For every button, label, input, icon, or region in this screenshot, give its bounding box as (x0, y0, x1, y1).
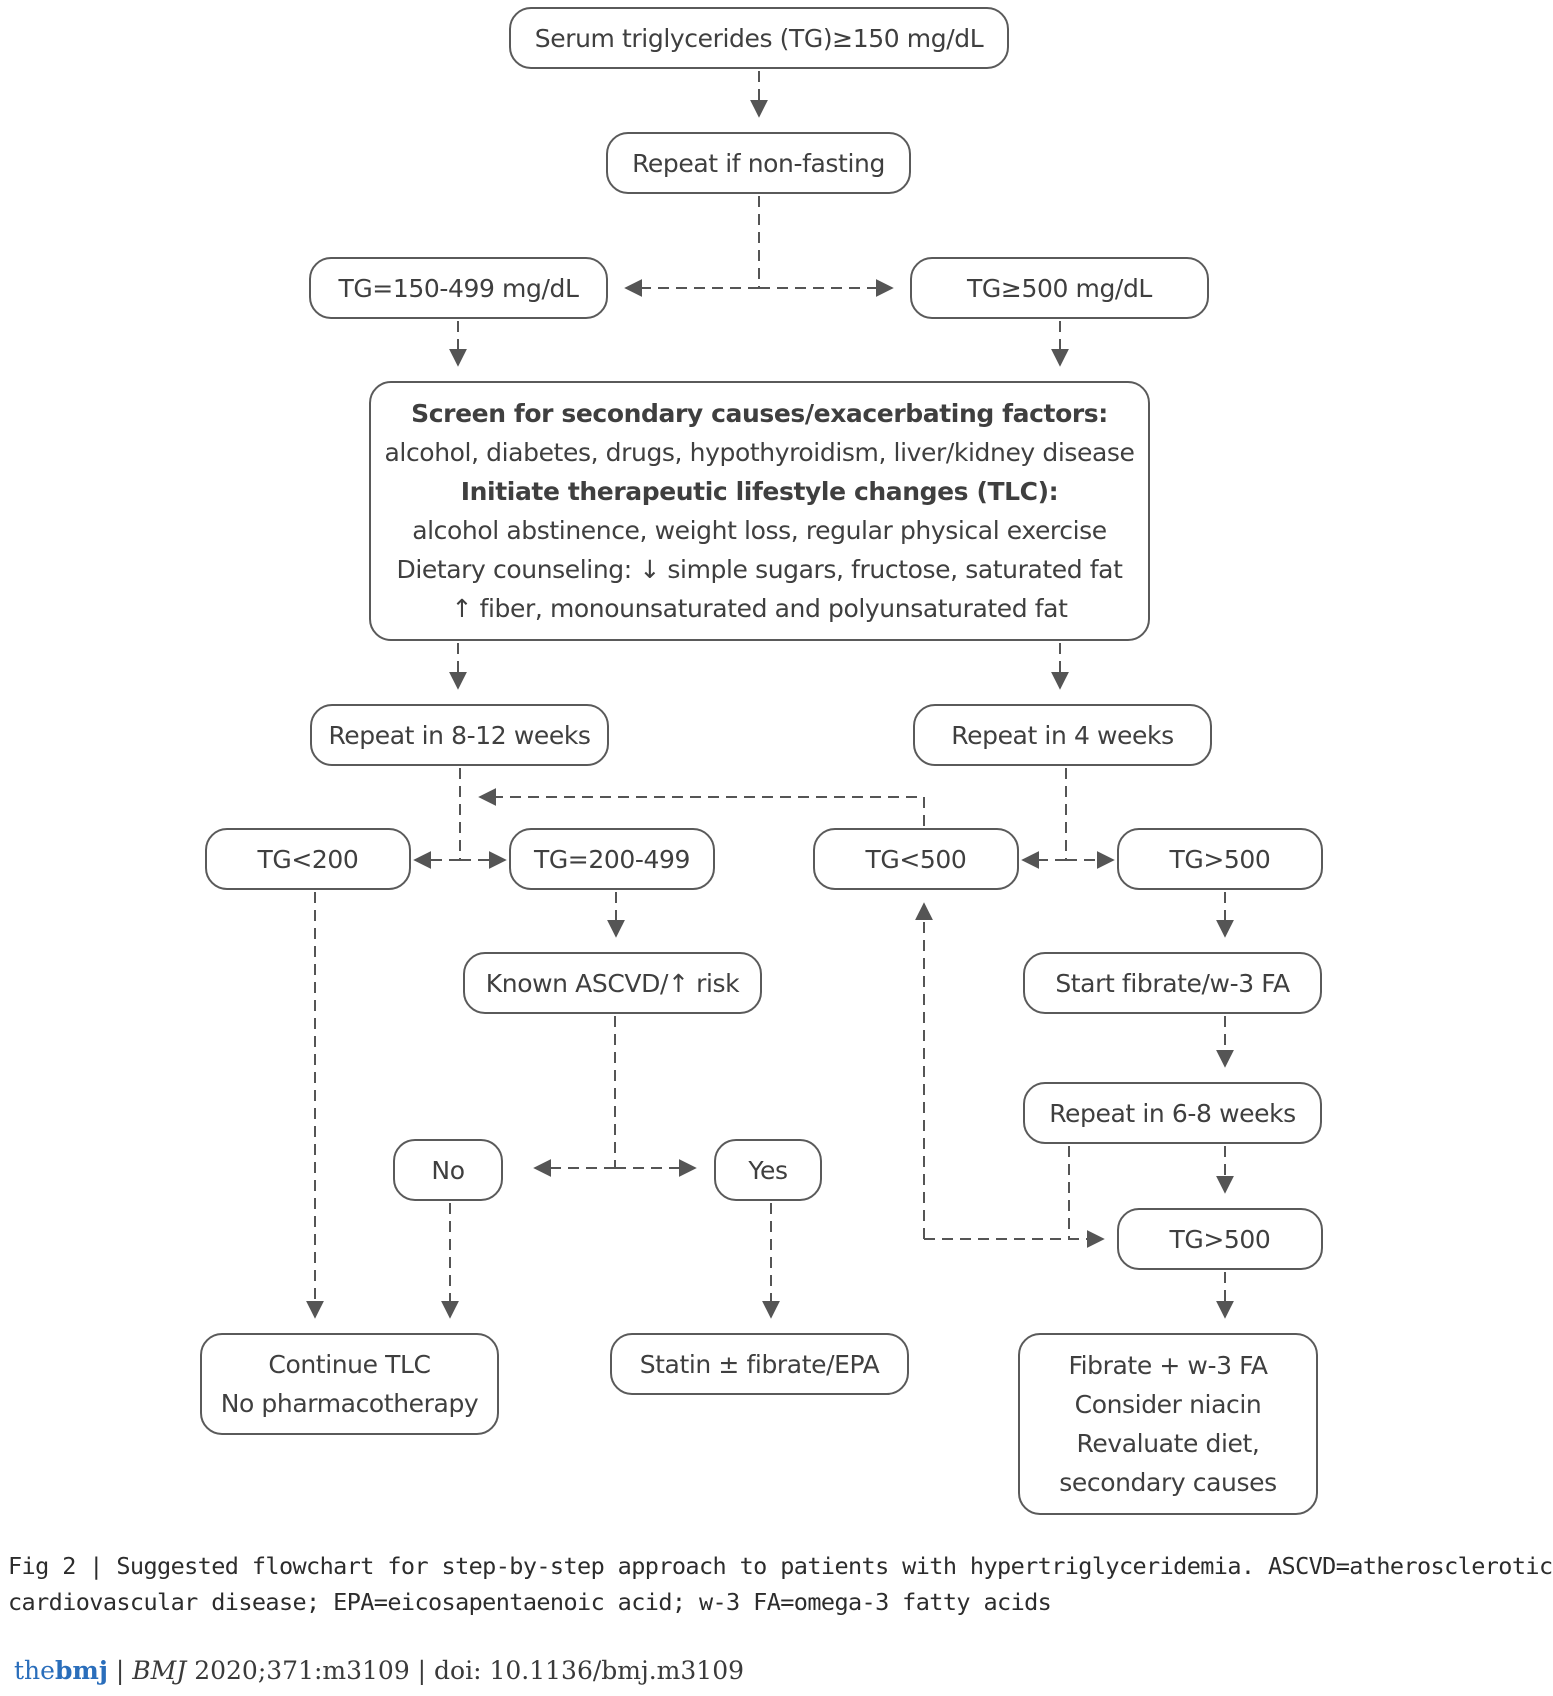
box-known-ascvd: Known ASCVD/↑ risk (463, 952, 762, 1014)
screen-heading: Screen for secondary causes/exacerbating… (411, 399, 1108, 428)
box-serum-tg: Serum triglycerides (TG)≥150 mg/dL (509, 7, 1009, 69)
box-line: No pharmacotherapy (220, 1389, 479, 1418)
box-tg-gt-500: TG>500 (1117, 828, 1323, 890)
box-repeat-6-8: Repeat in 6-8 weeks (1023, 1082, 1322, 1144)
box-line: TG=150-499 mg/dL (338, 273, 579, 303)
caption-line-1: Fig 2 | Suggested flowchart for step-by-… (8, 1552, 1553, 1580)
box-tg-ge-500: TG≥500 mg/dL (910, 257, 1209, 319)
tlc-diet-increase: ↑ fiber, monounsaturated and polyunsatur… (451, 594, 1068, 623)
box-line: Repeat if non-fasting (632, 148, 885, 178)
box-continue-tlc: Continue TLC No pharmacotherapy (200, 1333, 499, 1435)
box-statin: Statin ± fibrate/EPA (610, 1333, 909, 1395)
box-tg-gt-500-repeat: TG>500 (1117, 1208, 1323, 1270)
screen-causes: alcohol, diabetes, drugs, hypothyroidism… (384, 438, 1135, 467)
box-line: Consider niacin (1074, 1390, 1262, 1419)
arrow-tg-lt-500-to-tg-200-499 (478, 788, 925, 826)
tlc-diet-reduce: Dietary counseling: ↓ simple sugars, fru… (396, 555, 1123, 584)
box-line: Continue TLC (268, 1350, 431, 1379)
figure-caption: Fig 2 | Suggested flowchart for step-by-… (8, 1548, 1553, 1620)
box-line: Revaluate diet, (1076, 1429, 1260, 1458)
box-line: TG<200 (257, 844, 359, 874)
box-line: TG>500 (1169, 844, 1271, 874)
tlc-heading: Initiate therapeutic lifestyle changes (… (460, 477, 1059, 506)
box-fibrate-w3: Fibrate + w-3 FA Consider niacin Revalua… (1018, 1333, 1318, 1515)
box-line: Repeat in 6-8 weeks (1049, 1098, 1296, 1128)
box-line: Repeat in 8-12 weeks (328, 720, 591, 750)
box-line: Fibrate + w-3 FA (1068, 1351, 1268, 1380)
box-no: No (393, 1139, 503, 1201)
box-tg-150-499: TG=150-499 mg/dL (309, 257, 608, 319)
box-line: Yes (748, 1155, 788, 1185)
box-line: TG>500 (1169, 1224, 1271, 1254)
box-line: TG<500 (865, 844, 967, 874)
box-repeat-4: Repeat in 4 weeks (913, 704, 1212, 766)
box-screen-tlc: Screen for secondary causes/exacerbating… (369, 381, 1150, 641)
box-tg-lt-200: TG<200 (205, 828, 411, 890)
box-line: Statin ± fibrate/EPA (639, 1349, 880, 1379)
box-line: Start fibrate/w-3 FA (1055, 968, 1290, 998)
box-line: No (431, 1155, 465, 1185)
citation-text: 2020;371:m3109 | doi: 10.1136/bmj.m3109 (186, 1656, 745, 1685)
box-line: secondary causes (1059, 1468, 1277, 1497)
box-line: TG=200-499 (533, 844, 691, 874)
tlc-lifestyle: alcohol abstinence, weight loss, regular… (412, 516, 1107, 545)
box-repeat-8-12: Repeat in 8-12 weeks (310, 704, 609, 766)
box-line: Serum triglycerides (TG)≥150 mg/dL (534, 23, 984, 53)
bmj-logo-the: the (14, 1656, 55, 1685)
box-line: Known ASCVD/↑ risk (485, 968, 740, 998)
box-repeat-nonfasting: Repeat if non-fasting (606, 132, 911, 194)
box-tg-lt-500: TG<500 (813, 828, 1019, 890)
box-start-fibrate: Start fibrate/w-3 FA (1023, 952, 1322, 1014)
caption-line-2: cardiovascular disease; EPA=eicosapentae… (8, 1588, 1052, 1616)
footer-separator: | (107, 1656, 133, 1685)
box-tg-200-499: TG=200-499 (509, 828, 715, 890)
connectors (306, 71, 1234, 1319)
bmj-logo-bmj: bmj (54, 1656, 108, 1685)
box-yes: Yes (714, 1139, 822, 1201)
box-line: Repeat in 4 weeks (951, 720, 1174, 750)
citation-footer: thebmj | BMJ 2020;371:m3109 | doi: 10.11… (14, 1656, 744, 1685)
journal-name: BMJ (132, 1656, 187, 1685)
box-line: TG≥500 mg/dL (967, 273, 1152, 303)
